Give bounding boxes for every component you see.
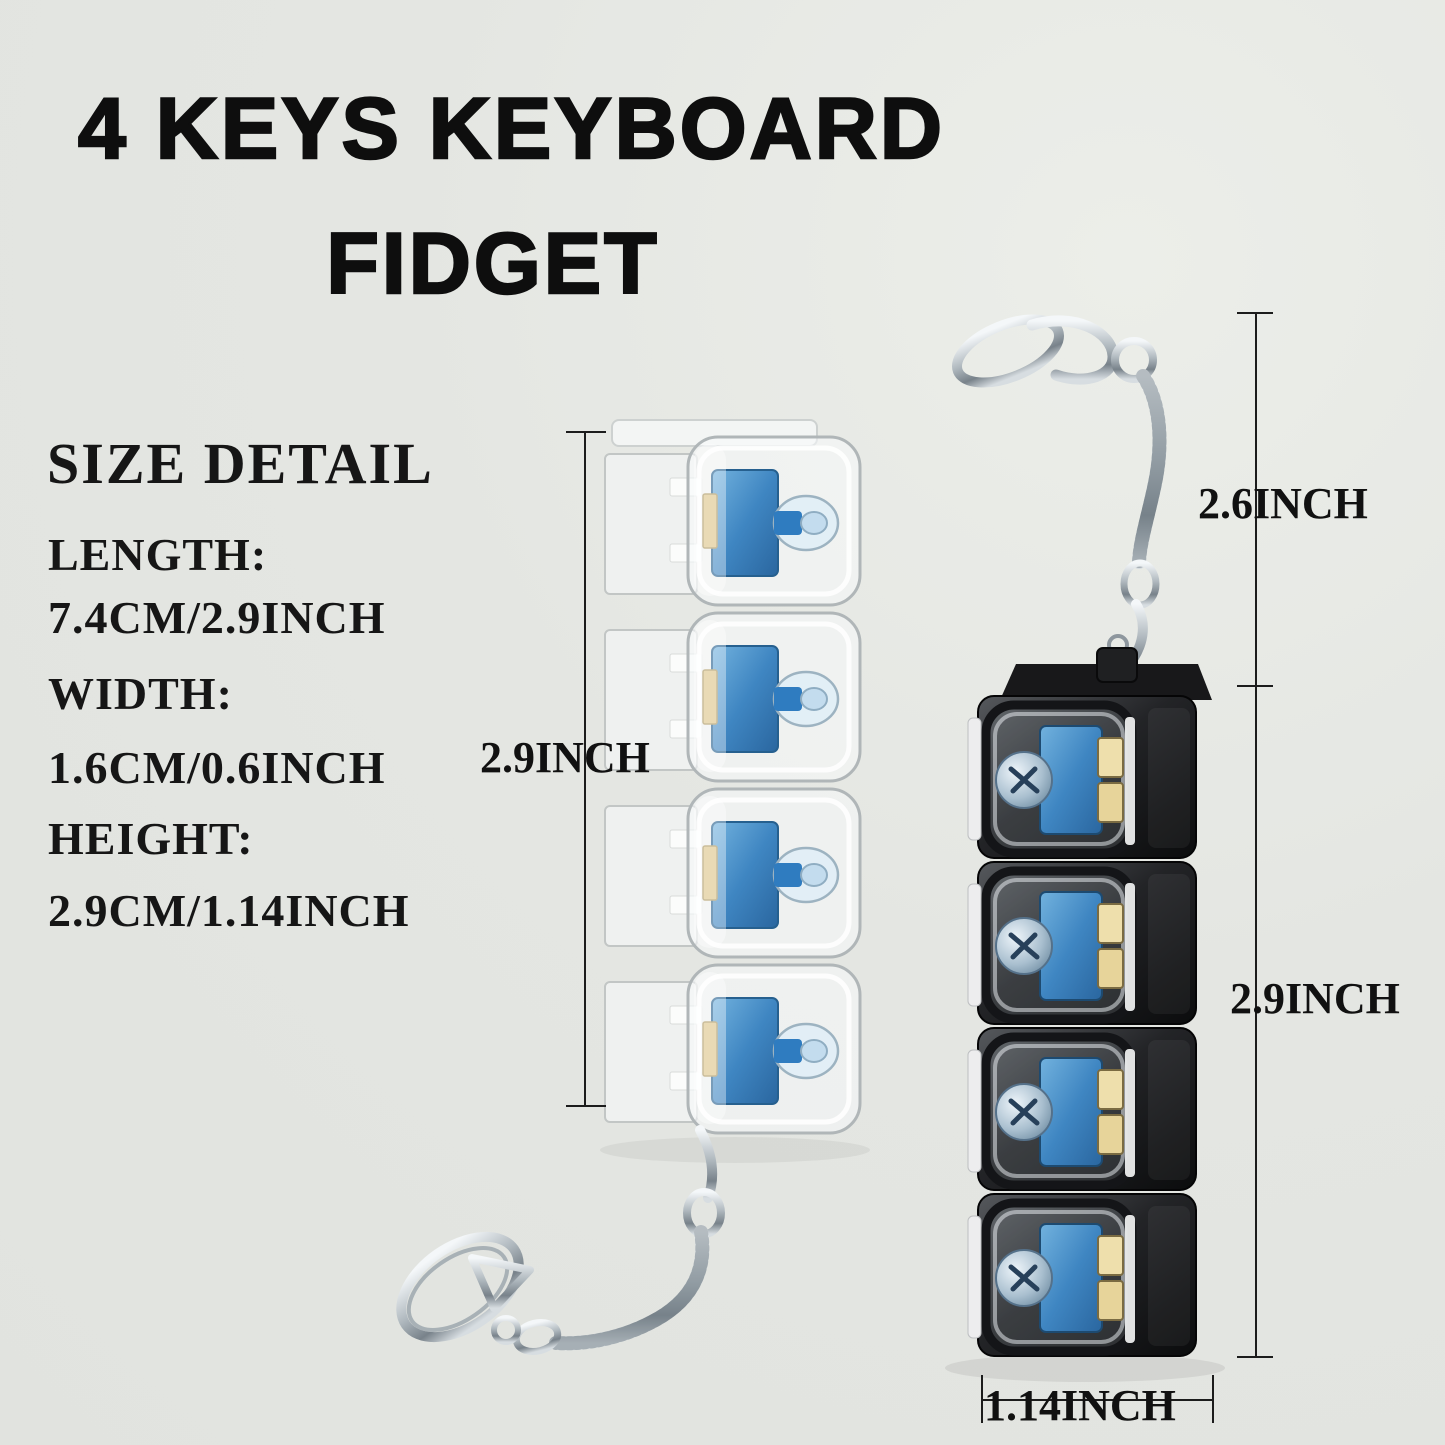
chain-length-dimension-line [1255,313,1257,687]
width-label: WIDTH: [48,668,233,719]
key-width-dimension-line [982,1399,1213,1401]
right-height-bottom-cap [1237,1356,1273,1358]
black-fidget-stack [968,647,1212,1356]
left-height-dimension-line [584,432,586,1106]
key-width-label: 1.14INCH [984,1381,1176,1430]
right-height-label: 2.9INCH [1230,974,1400,1023]
right-product-shadow [945,1354,1225,1382]
height-label: HEIGHT: [48,813,254,864]
size-detail-heading: SIZE DETAIL [47,431,434,496]
title-line-1: 4 KEYS KEYBOARD [77,81,945,177]
length-label: LENGTH: [48,529,268,580]
left-height-label: 2.9INCH [480,733,650,782]
length-value: 7.4CM/2.9INCH [48,592,386,643]
left-height-top-cap [566,431,606,433]
key-width-left-tick [981,1375,983,1423]
title-line-2: FIDGET [325,216,660,312]
bottom-keychain [396,1125,725,1356]
height-value: 2.9CM/1.14INCH [48,885,410,936]
chain-length-top-cap [1237,312,1273,314]
white-fidget-stack [605,419,860,1133]
chain-length-label: 2.6INCH [1198,479,1368,528]
left-height-bottom-cap [566,1105,606,1107]
width-value: 1.6CM/0.6INCH [48,742,386,793]
top-keychain [951,314,1167,685]
left-product-shadow [600,1137,870,1163]
chain-length-bottom-cap [1237,685,1273,687]
key-width-right-tick [1212,1375,1214,1423]
right-height-dimension-line [1255,687,1257,1357]
